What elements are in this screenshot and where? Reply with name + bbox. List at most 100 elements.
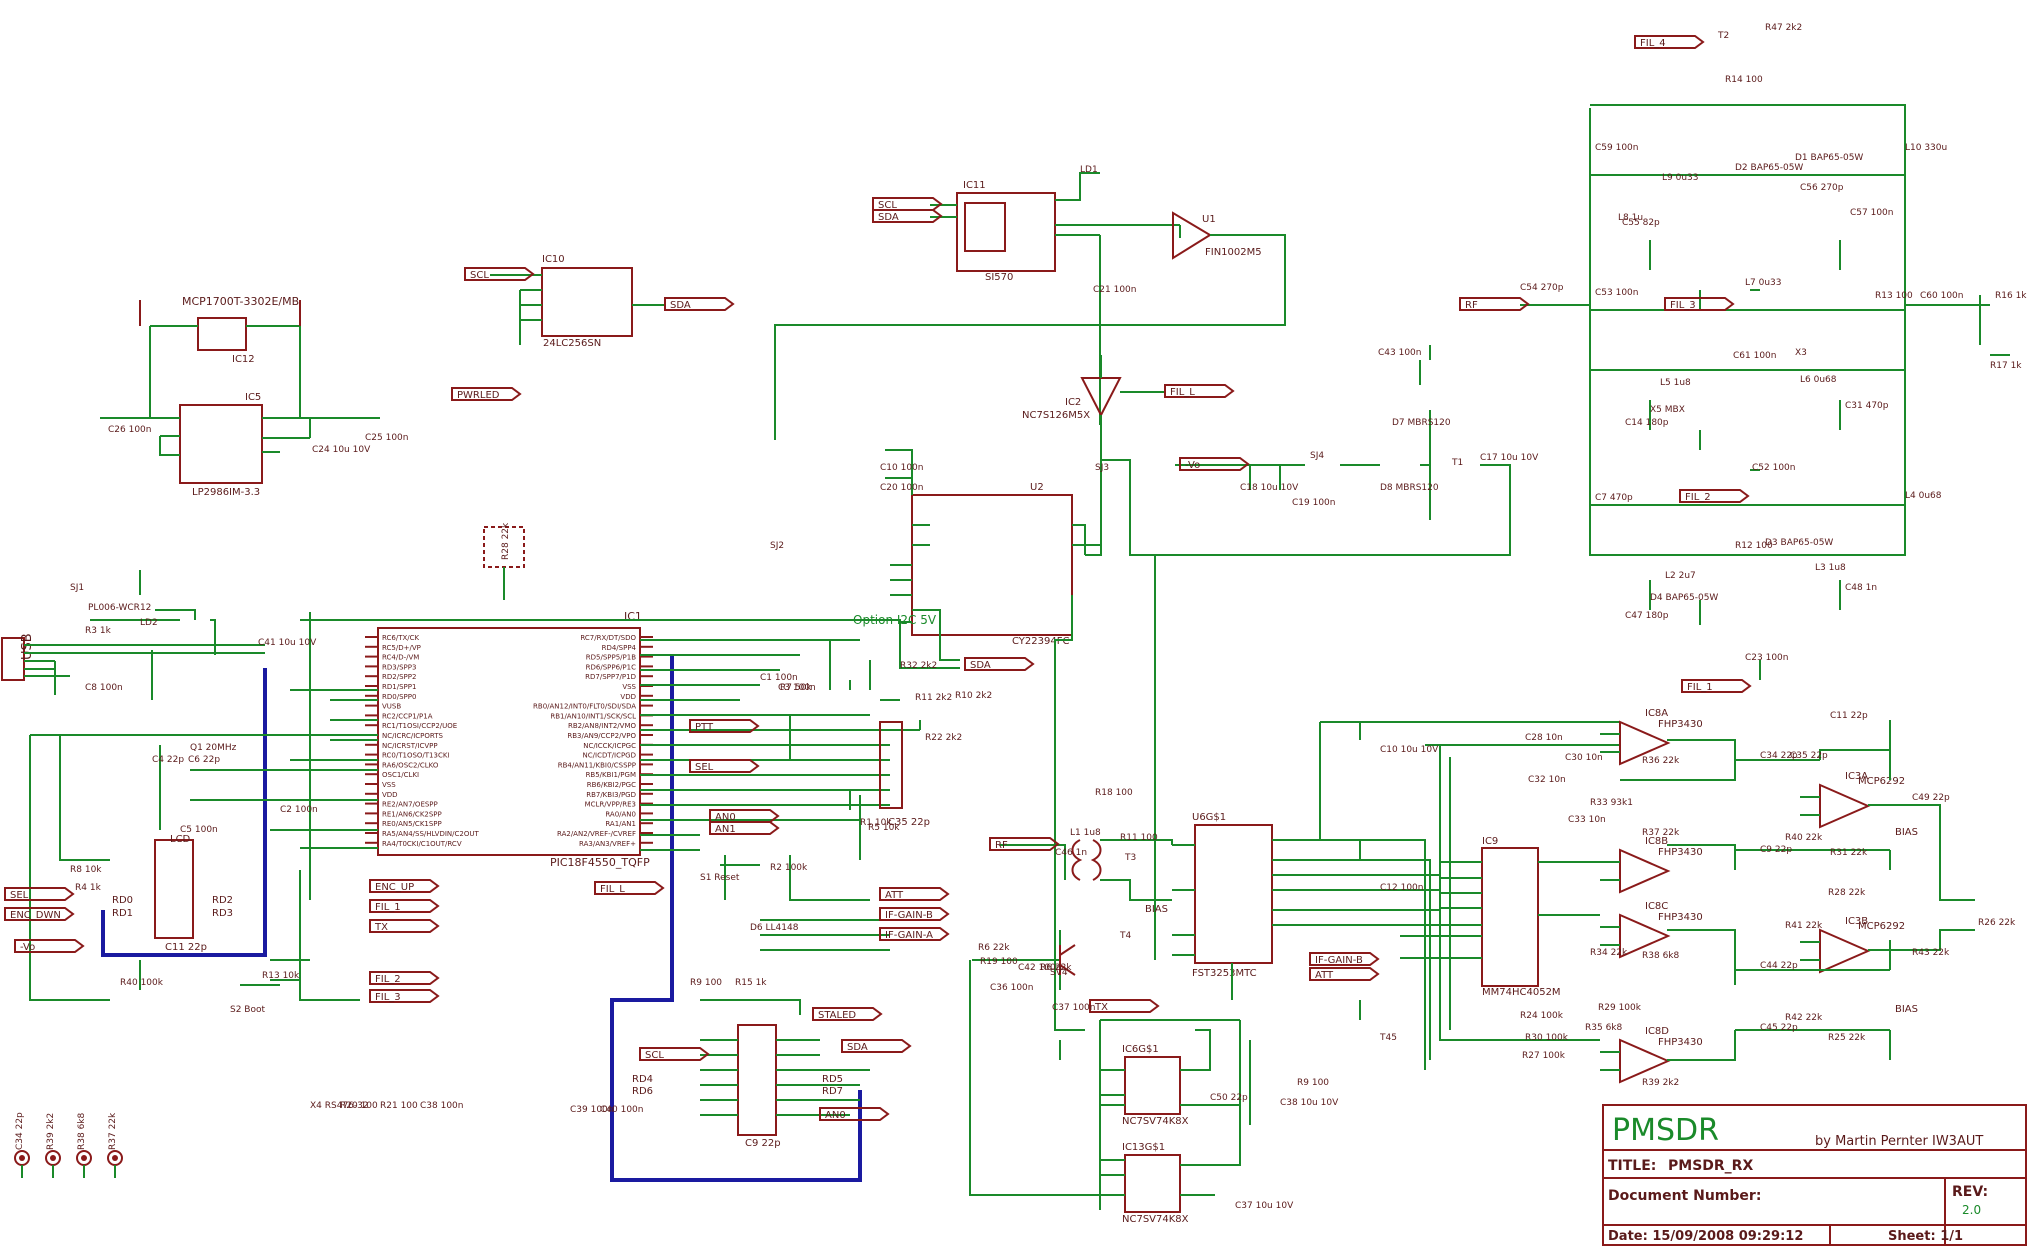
component-label: R10 2k2: [955, 691, 992, 701]
ic1-pin-label: VDD: [382, 791, 398, 799]
ic1-pin-label: RB4/AN11/KBI0/CSSPP: [558, 761, 636, 769]
component-label: C17 10u 10V: [1480, 453, 1539, 463]
component-label: C28 10n: [1525, 733, 1563, 743]
component-label: C56 270p: [1800, 183, 1844, 193]
component-label: C46 1n: [1055, 848, 1087, 858]
ic1-pin-label: RC7/RX/DT/SDO: [580, 634, 636, 642]
component-label: L9 0u33: [1662, 173, 1698, 183]
opamp-value: FHP3430: [1658, 1037, 1703, 1048]
ic1-pin-label: RD4/SPP4: [602, 644, 637, 652]
ic1-pin-label: RB6/KBI2/PGC: [587, 781, 636, 789]
svg-text:IF-GAIN-B: IF-GAIN-B: [1315, 955, 1363, 966]
sv2-header: [154, 839, 194, 939]
rd-label: RD0: [112, 895, 133, 906]
component-label: R19 100: [980, 957, 1018, 967]
net-label: -Vo: [14, 939, 85, 953]
component-label: C49 22p: [1912, 793, 1950, 803]
svg-text:SCL: SCL: [470, 270, 489, 281]
bias-label: BIAS: [1895, 827, 1918, 838]
ic1-pin-label: RC5/D+/VP: [382, 644, 421, 652]
net-label: FIL_3: [1664, 297, 1735, 311]
component-label: C26 100n: [108, 425, 151, 435]
component-label: R21 100: [380, 1101, 418, 1111]
component-label: R15 1k: [735, 978, 767, 988]
ic1-pin-label: RC2/CCP1/P1A: [382, 712, 433, 720]
component-label: R3 1k: [85, 626, 112, 636]
ic1-pin-label: RE0/AN5/CK1SPP: [382, 820, 442, 828]
h3-label: R39 2k2: [46, 1113, 56, 1150]
component-label: R5 10k: [868, 823, 900, 833]
component-label: SJ3: [1095, 463, 1109, 473]
usb-connector: [1, 637, 25, 681]
component-label: C48 1n: [1845, 583, 1877, 593]
net-label: RF: [1459, 297, 1530, 311]
ic1-pin-label: RA2/AN2/VREF-/CVREF: [557, 830, 636, 838]
opamp-value: FHP3430: [1658, 847, 1703, 858]
ic1-pin-label: RB7/KBI3/PGD: [586, 791, 636, 799]
opamp-ref: IC8B: [1645, 836, 1668, 847]
component-label: C30 10n: [1565, 753, 1603, 763]
net-label: PTT: [689, 719, 760, 733]
component-label: SJ2: [770, 541, 784, 551]
component-label: C60 100n: [1920, 291, 1963, 301]
svg-text:SEL: SEL: [10, 890, 29, 901]
svg-text:FIL_L: FIL_L: [1170, 387, 1195, 398]
component-label: C9 22p: [1760, 845, 1792, 855]
component-label: R13 10k: [262, 971, 300, 981]
bus-right: [610, 655, 862, 1182]
ic1-pin-label: OSC1/CLKI: [382, 771, 419, 779]
svg-text:PWRLED: PWRLED: [457, 390, 500, 401]
component-label: C12 100n: [1380, 883, 1423, 893]
svg-text:ATT: ATT: [885, 890, 904, 901]
ic1-pin-label: RC6/TX/CK: [382, 634, 420, 642]
ic10-eeprom: [541, 267, 633, 337]
component-label: C32 10n: [1528, 775, 1566, 785]
ic2-ref: IC2: [1065, 397, 1081, 408]
ic12-mcp1700: [197, 317, 247, 351]
component-label: C39 100n: [570, 1105, 613, 1115]
component-label: LD2: [140, 618, 158, 628]
component-label: R38 6k8: [1642, 951, 1680, 961]
svg-text:AN0: AN0: [715, 812, 736, 823]
ic1-pin-label: RA1/AN1: [605, 820, 636, 828]
component-label: R30 100k: [1525, 1033, 1569, 1043]
component-label: R24 100k: [1520, 1011, 1564, 1021]
component-label: L6 0u68: [1800, 375, 1837, 385]
net-label: STALED: [812, 1007, 883, 1021]
bias-label: BIAS: [1895, 1004, 1918, 1015]
component-label: C41 10u 10V: [258, 638, 317, 648]
opamp: [1819, 928, 1871, 974]
opamp: [1619, 848, 1671, 894]
component-label: C35 22p: [1790, 751, 1828, 761]
component-label: R29 100k: [1598, 1003, 1642, 1013]
net-label: -Vo: [1179, 457, 1250, 471]
ic1-pin-label: RC1/T1OSI/CCP2/UOE: [382, 722, 457, 730]
component-label: L5 1u8: [1660, 378, 1691, 388]
svg-text:RF: RF: [995, 840, 1008, 851]
component-label: D8 MBRS120: [1380, 483, 1439, 493]
net-label: SCL: [872, 197, 943, 211]
component-label: R42 22k: [1785, 1013, 1823, 1023]
ic1-pin-label: RE1/AN6/CK2SPP: [382, 810, 442, 818]
opamp: [1819, 783, 1871, 829]
component-label: LD1: [1080, 165, 1098, 175]
component-label: R41 22k: [1785, 921, 1823, 931]
svg-text:FIL_3: FIL_3: [375, 992, 401, 1003]
svg-text:RF: RF: [1465, 300, 1478, 311]
net-label: SCL: [639, 1047, 710, 1061]
opamp-value: MCP6292: [1858, 921, 1905, 932]
component-label: C38 10u 10V: [1280, 1098, 1339, 1108]
rd-label: RD7: [822, 1086, 843, 1097]
ic1-pin-label: RB2/AN8/INT2/VMO: [568, 722, 637, 730]
net-label: FIL_L: [594, 881, 665, 895]
component-label: C55 82p: [1622, 218, 1660, 228]
component-label: C44 22p: [1760, 961, 1798, 971]
component-label: X3: [1795, 348, 1807, 358]
rd-label: RD3: [212, 908, 233, 919]
component-label: D7 MBRS120: [1392, 418, 1451, 428]
ic1-pic18f4550: IC1 PIC18F4550_TQFP RC6/TX/CKRC5/D+/VPRC…: [365, 610, 653, 869]
ic1-ref: IC1: [624, 610, 642, 623]
ic13-flipflop: [1124, 1154, 1181, 1213]
net-label: IF-GAIN-A: [879, 927, 950, 941]
component-label: D2 BAP65-05W: [1735, 163, 1803, 173]
